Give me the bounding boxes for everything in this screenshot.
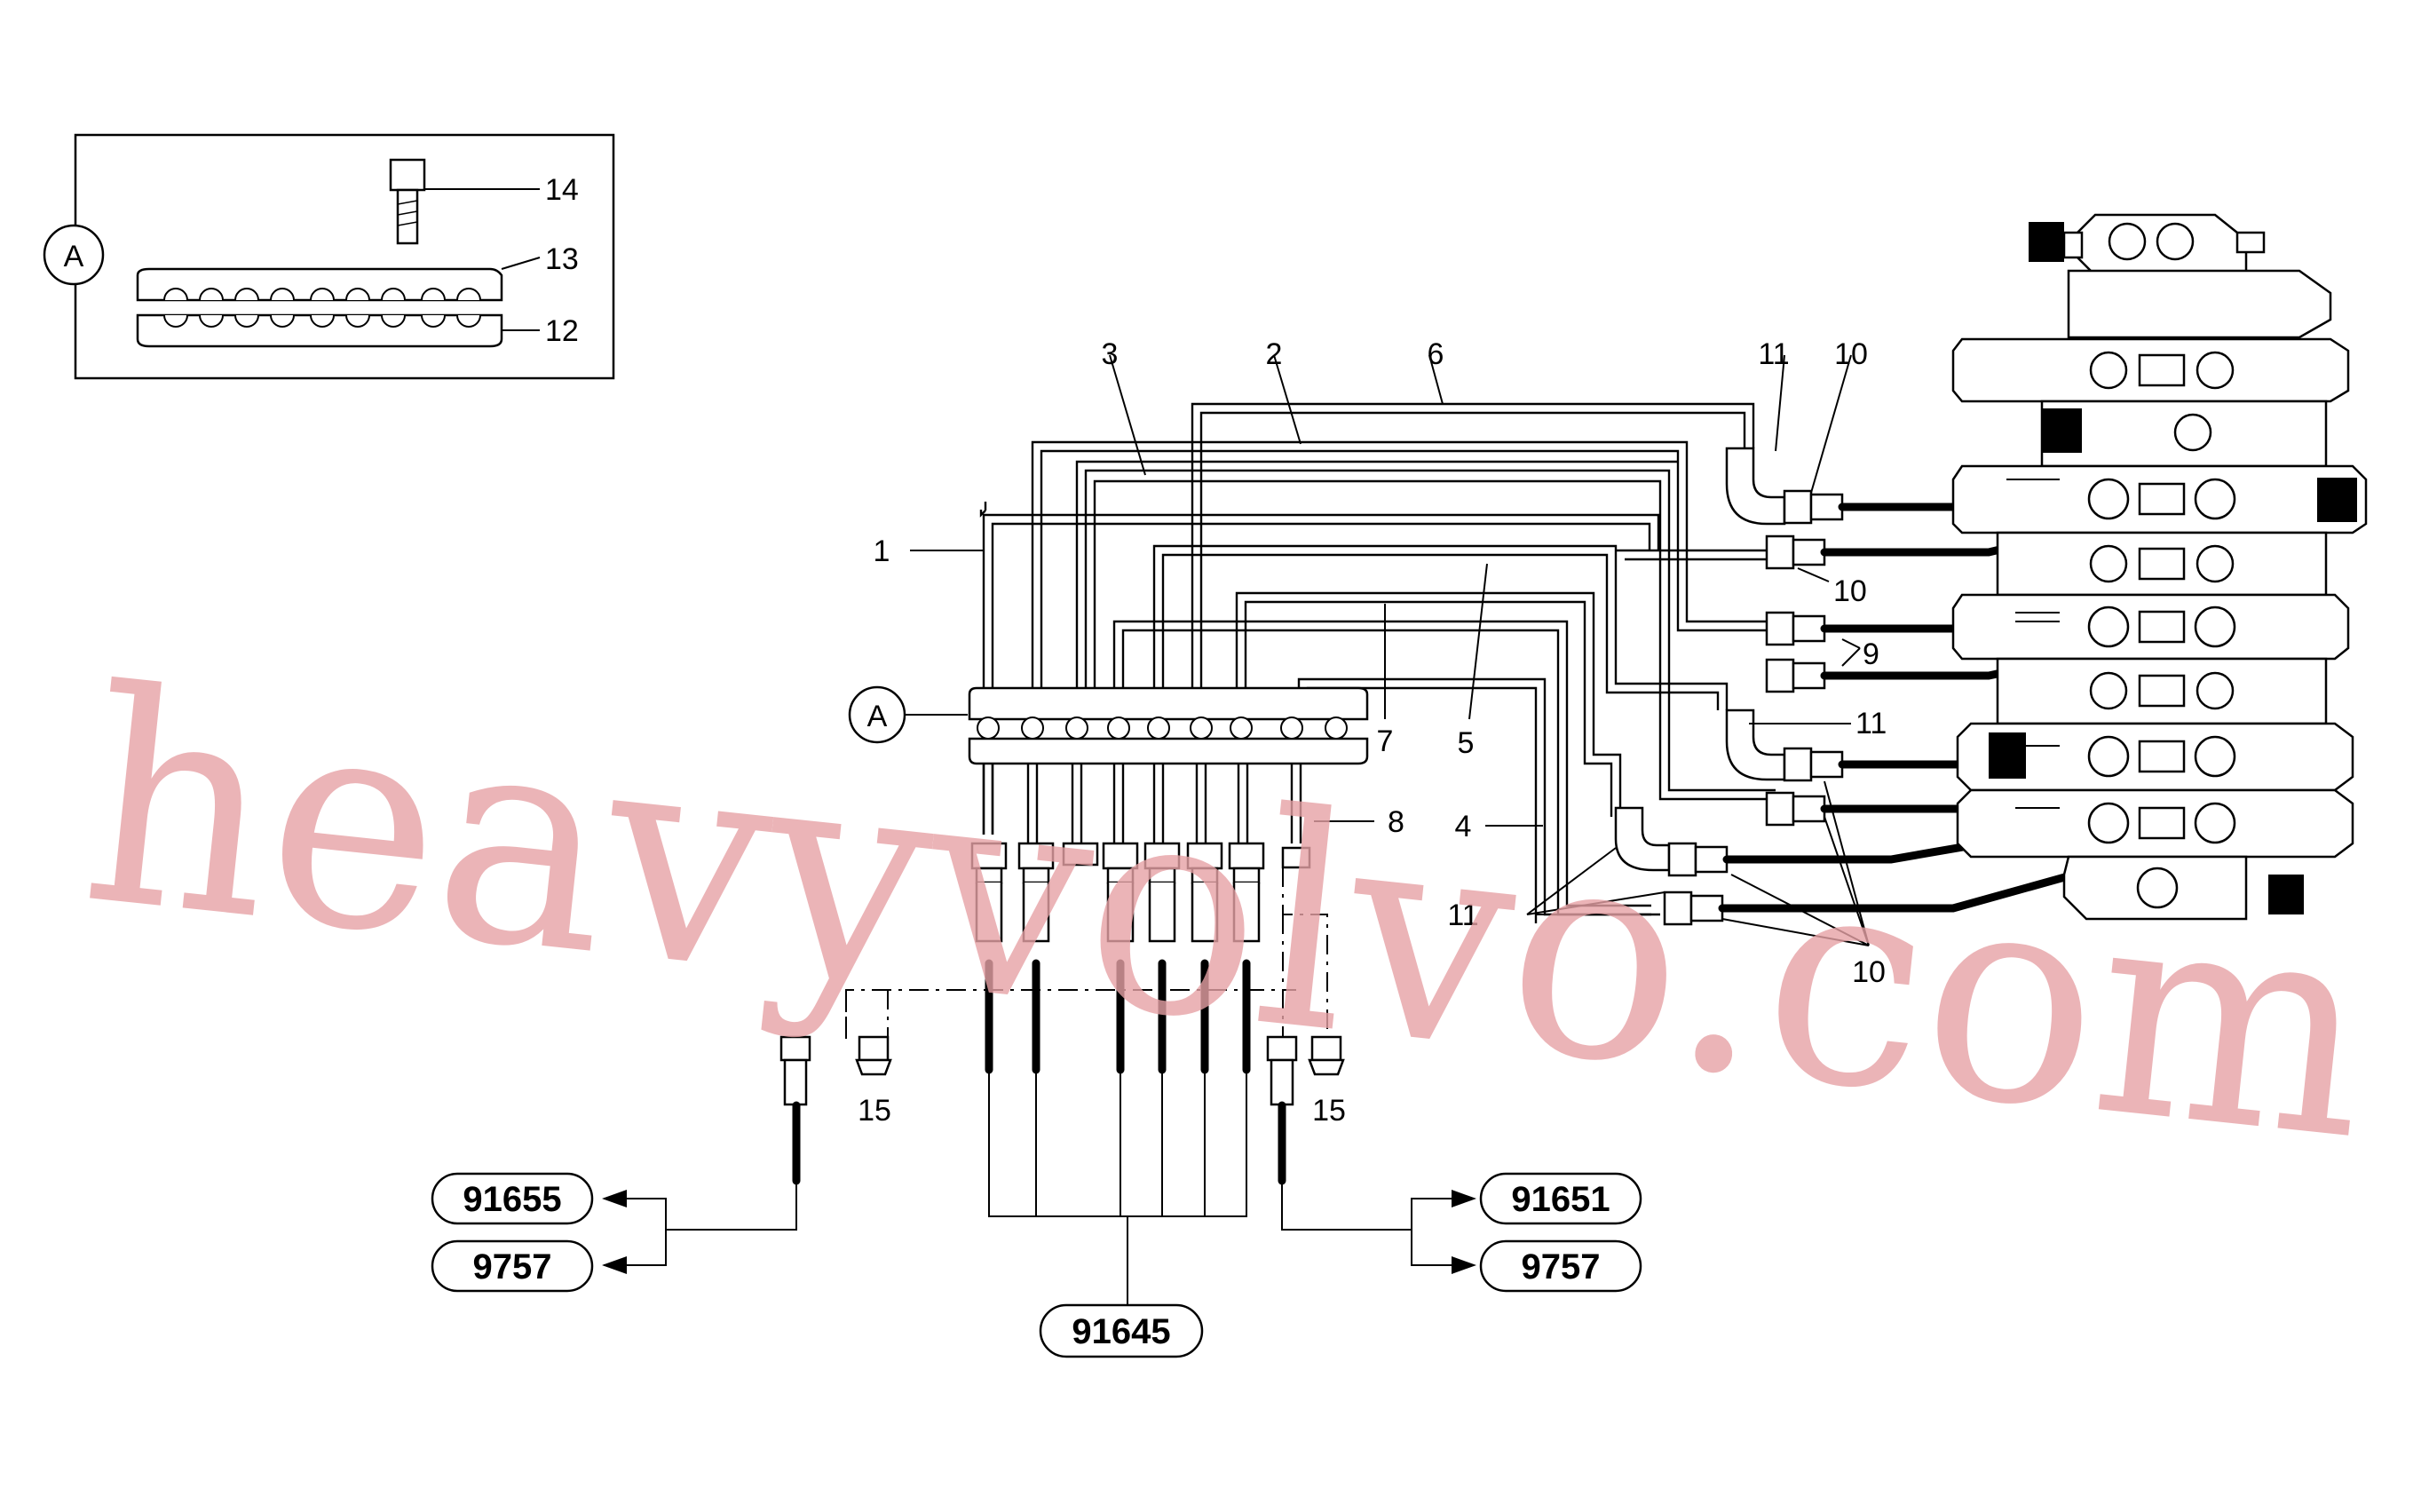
ref-9757-right-box[interactable] <box>1479 1239 1642 1293</box>
label-10-top: 10 <box>1834 337 1868 371</box>
ref-9757-left-box[interactable] <box>431 1239 594 1293</box>
label-4: 4 <box>1455 810 1472 843</box>
detail-callout-label: A <box>64 240 84 273</box>
label-13: 13 <box>545 242 579 276</box>
part-labels: 3 2 6 1 7 5 8 4 11 10 10 9 11 11 10 15 1… <box>858 337 1887 1128</box>
label-7: 7 <box>1377 724 1394 758</box>
label-1: 1 <box>874 534 890 568</box>
label-3: 3 <box>1102 337 1119 371</box>
label-15-right: 15 <box>1312 1094 1346 1128</box>
label-6: 6 <box>1428 337 1444 371</box>
label-11-low: 11 <box>1447 898 1478 932</box>
label-2: 2 <box>1266 337 1283 371</box>
detail-view-a: A 14 13 <box>43 133 615 380</box>
ref-9757-right: 9757 <box>1522 1247 1601 1286</box>
label-14: 14 <box>545 173 579 207</box>
ref-9757-left: 9757 <box>473 1247 552 1286</box>
ref-91645-box[interactable] <box>1039 1303 1204 1358</box>
label-11-top: 11 <box>1758 337 1789 371</box>
label-15-left: 15 <box>858 1094 891 1128</box>
label-10-low: 10 <box>1852 955 1886 989</box>
leaders <box>910 354 1870 946</box>
main-callout-label: A <box>867 700 888 733</box>
label-10-mid: 10 <box>1833 574 1867 608</box>
label-12: 12 <box>545 314 579 348</box>
ref-91655: 91655 <box>463 1180 561 1219</box>
reference-links: 91655 9757 91651 9757 91645 <box>431 1172 1642 1358</box>
label-11-mid: 11 <box>1855 707 1887 740</box>
detail-callout-circle <box>43 224 105 286</box>
pipe-bundle <box>979 402 1776 923</box>
ref-91651: 91651 <box>1511 1180 1610 1219</box>
lower-fittings <box>779 842 1345 1305</box>
clamp-upper-part-13 <box>136 257 541 302</box>
ref-91651-box[interactable] <box>1479 1172 1642 1225</box>
label-8: 8 <box>1388 805 1404 839</box>
right-fittings <box>1614 447 2219 926</box>
clamp-lower-part-12 <box>136 313 540 348</box>
ref-91645: 91645 <box>1072 1312 1170 1351</box>
main-clamp-a: A <box>848 685 1369 843</box>
label-5: 5 <box>1458 726 1475 760</box>
control-valve-block <box>1951 213 2368 921</box>
screw-part-14 <box>389 158 540 245</box>
label-9: 9 <box>1863 637 1879 671</box>
ref-91655-box[interactable] <box>431 1172 594 1225</box>
